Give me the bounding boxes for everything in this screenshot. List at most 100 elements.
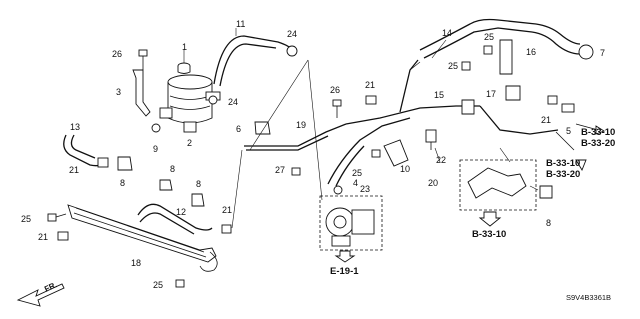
callout-8-center-a: 8 — [170, 164, 175, 174]
callout-17: 17 — [486, 89, 496, 99]
ref-b3320-right-b[interactable]: B-33-20 — [546, 169, 580, 180]
arrow-b33-bottom — [478, 211, 502, 227]
clamp-8-left[interactable] — [117, 156, 133, 171]
clamp-15[interactable] — [461, 99, 475, 115]
hose-4[interactable] — [327, 117, 411, 185]
arrow-b33-a-head — [595, 125, 606, 135]
clamp-24-left[interactable] — [208, 95, 218, 105]
callout-8-left: 8 — [120, 178, 125, 188]
pipe-upper[interactable] — [399, 59, 419, 113]
bolt-25-topmid[interactable] — [461, 61, 471, 71]
callout-15: 15 — [434, 90, 444, 100]
callout-7: 7 — [600, 48, 605, 58]
callout-19: 19 — [296, 120, 306, 130]
clamp-8-right[interactable] — [539, 185, 553, 199]
bolt-26-left[interactable] — [138, 49, 148, 70]
callout-25-topright: 25 — [484, 32, 494, 42]
clamp-16[interactable] — [499, 39, 513, 75]
callout-13: 13 — [70, 122, 80, 132]
clamp-17[interactable] — [505, 85, 521, 101]
ref-b3310-right-b[interactable]: B-33-10 — [546, 158, 580, 169]
fitting-5[interactable] — [561, 103, 575, 113]
pipe-19-outline — [246, 135, 329, 151]
hose-12-outline — [139, 212, 195, 235]
hose-4-outline — [335, 145, 365, 187]
clamp-21-mid[interactable] — [365, 95, 377, 105]
callout-22: 22 — [436, 155, 446, 165]
cooler-18[interactable] — [67, 204, 218, 272]
ref-b3310-right-a[interactable]: B-33-10 — [581, 127, 615, 138]
clamp-8-center-a[interactable] — [159, 179, 173, 191]
callout-24-left: 24 — [228, 97, 238, 107]
reservoir-tank[interactable] — [159, 74, 221, 133]
pipe-return[interactable] — [345, 105, 480, 125]
callout-6: 6 — [236, 124, 241, 134]
callout-21-cooler: 21 — [38, 232, 48, 242]
callout-1: 1 — [182, 42, 187, 52]
clamp-25-topright[interactable] — [483, 45, 493, 55]
callout-12: 12 — [176, 207, 186, 217]
arrow-b33-b-head — [575, 159, 587, 172]
callout-8-right: 8 — [546, 218, 551, 228]
bolt-27[interactable] — [291, 167, 301, 176]
callout-21-right: 21 — [541, 115, 551, 125]
washer-23[interactable] — [333, 185, 343, 195]
bracket[interactable] — [467, 167, 527, 199]
clamp-9[interactable] — [151, 123, 161, 133]
clamp-8-center-b[interactable] — [191, 193, 205, 207]
callout-16: 16 — [526, 47, 536, 57]
clamp-6[interactable] — [254, 121, 271, 135]
callout-5: 5 — [566, 126, 571, 136]
callout-25-topmid: 25 — [448, 61, 458, 71]
sensor-22[interactable] — [425, 129, 437, 150]
power-steering-pump[interactable] — [325, 207, 375, 247]
ref-b3320-right-a[interactable]: B-33-20 — [581, 138, 615, 149]
clamp-21-center[interactable] — [221, 224, 232, 234]
callout-18: 18 — [131, 258, 141, 268]
hose-11[interactable] — [213, 35, 293, 85]
clamp-7[interactable] — [578, 44, 594, 60]
bolt-26-center[interactable] — [332, 99, 342, 118]
callout-25-cooler: 25 — [21, 214, 31, 224]
clamp-24-top[interactable] — [286, 45, 298, 57]
clamp-21-right[interactable] — [547, 95, 558, 105]
clamp-21-left[interactable] — [97, 157, 109, 168]
hose-11-outline — [219, 43, 277, 87]
hose-13-outline — [70, 134, 96, 159]
ref-e191[interactable]: E-19-1 — [330, 266, 359, 277]
callout-20: 20 — [428, 178, 438, 188]
callout-26-left: 26 — [112, 49, 122, 59]
bolt-25-bottom[interactable] — [175, 279, 185, 288]
callout-25-bottom: 25 — [153, 280, 163, 290]
pump-dashed-box — [319, 195, 383, 251]
callout-4: 4 — [353, 178, 358, 188]
callout-10: 10 — [400, 164, 410, 174]
clamp-21-cooler[interactable] — [57, 231, 69, 241]
callout-9: 9 — [153, 144, 158, 154]
callout-23: 23 — [360, 184, 370, 194]
arrow-b33-a — [575, 123, 599, 131]
reservoir-cap[interactable] — [177, 62, 191, 74]
bolt-25-cooler[interactable] — [47, 213, 67, 222]
hose-14-outline — [423, 27, 581, 59]
callout-11: 11 — [236, 19, 245, 29]
callout-26-center: 26 — [330, 85, 340, 95]
reservoir-bracket[interactable] — [132, 69, 151, 117]
ref-b3310-bottom[interactable]: B-33-10 — [472, 229, 506, 240]
callout-2: 2 — [187, 138, 192, 148]
bolt-25-pump[interactable] — [371, 149, 381, 158]
hose-14[interactable] — [419, 18, 581, 51]
front-direction-arrow: FR. — [16, 280, 65, 307]
pipe-19[interactable] — [244, 123, 347, 147]
arrow-b33-b — [555, 131, 575, 151]
hose-12[interactable] — [137, 203, 213, 231]
callout-27: 27 — [275, 165, 285, 175]
callout-21-center: 21 — [222, 205, 232, 215]
pipe-right[interactable] — [479, 105, 559, 135]
callout-8-center-b: 8 — [196, 179, 201, 189]
callout-14: 14 — [442, 28, 452, 38]
diagram-code: S9V4B3361B — [566, 293, 611, 302]
callout-21-left: 21 — [69, 165, 79, 175]
clamp-10[interactable] — [383, 139, 409, 167]
